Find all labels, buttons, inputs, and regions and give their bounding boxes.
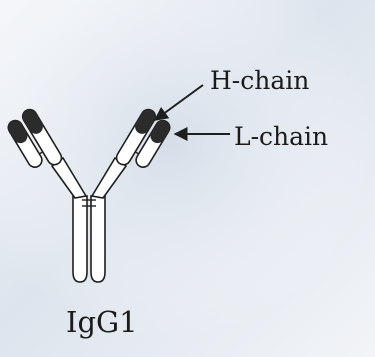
heavy-chain-stem-left xyxy=(73,196,87,282)
h-chain-label: H-chain xyxy=(210,68,309,93)
heavy-chain-stem-right xyxy=(91,196,105,282)
igg1-label: IgG1 xyxy=(66,308,138,337)
l-chain-label: L-chain xyxy=(234,124,328,149)
